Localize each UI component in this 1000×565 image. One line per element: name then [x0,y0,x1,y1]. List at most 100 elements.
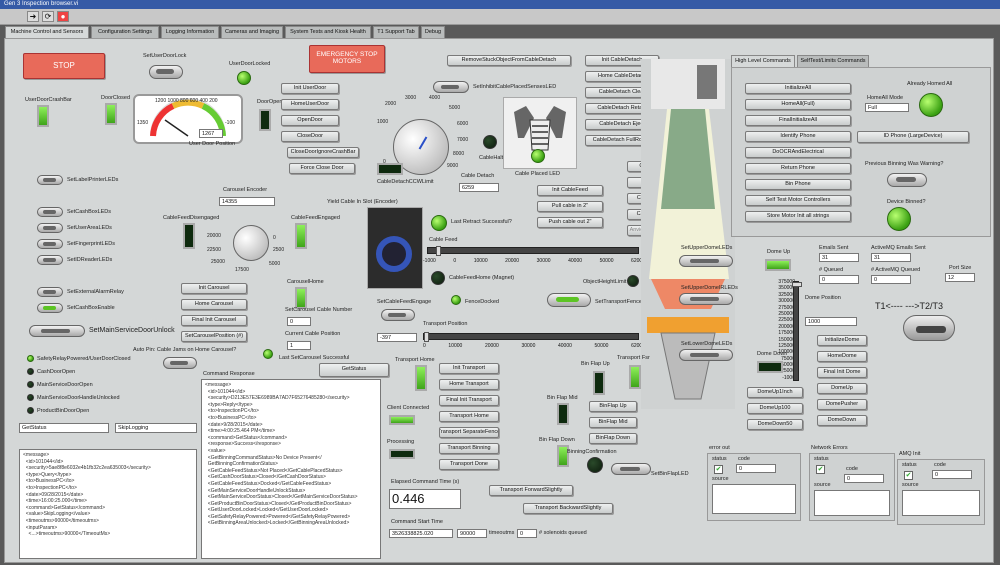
do-ocr-electrical-button[interactable]: DoOCRAndElectrical [745,147,851,158]
home-all-full-button[interactable]: HomeAll(Full) [745,99,851,110]
emergency-stop-button[interactable]: EMERGENCY STOP MOTORS [309,45,385,73]
initialize-all-button[interactable]: InitializeAll [745,83,851,94]
main-service-door-handle-led [27,394,34,401]
home-all-mode-value[interactable]: Full [865,103,909,112]
cable-halted-label: CableHalted [479,155,510,161]
transport-binning-button[interactable]: Transport Binning [439,443,499,454]
dome-up-1-inch-button[interactable]: DomeUp1Inch [747,387,803,398]
dome-up-100-button[interactable]: DomeUp100 [747,403,803,414]
transport-separate-fence-button[interactable]: Transport SeparateFence [439,427,499,438]
tab-system-tests[interactable]: System Tests and Kiosk Health [285,26,371,38]
set-cashbox-leds-toggle[interactable] [37,207,63,217]
cable-number-field[interactable]: 0 [287,317,311,326]
carousel-encoder-value: 14355 [219,197,275,206]
bin-flap-up-button[interactable]: BinFlap Up [589,401,637,412]
init-transport-button[interactable]: Init Transport [439,363,499,374]
final-init-carousel-button[interactable]: Final Init Carousel [181,315,247,326]
force-close-door-button[interactable]: Force Close Door [289,163,355,174]
skip-logging-field[interactable]: SkipLogging [115,423,197,433]
tab-logging[interactable]: Logging Information [161,26,219,38]
transport-done-button[interactable]: Transport Done [439,459,499,470]
tab-debug[interactable]: Debug [421,26,445,38]
dome-pusher-button[interactable]: DomePusher [817,399,867,410]
amq-status-label: status [902,462,917,468]
final-initialize-all-button[interactable]: FinalInitializeAll [745,115,851,126]
set-cashbox-enable-toggle[interactable] [37,303,63,313]
status-message-text[interactable]: <message> <id>101044</id> <security>5ae8… [19,449,197,559]
init-user-door-button[interactable]: Init UserDoor [281,83,339,94]
abort-icon[interactable]: ● [57,11,69,22]
run-continuous-icon[interactable]: ⟳ [42,11,54,22]
init-cable-feed-button[interactable]: Init CableFeed [537,185,603,196]
identify-phone-button[interactable]: Identify Phone [745,131,851,142]
set-main-service-door-unlock-toggle[interactable] [29,325,85,337]
tab-t1-support[interactable]: T1 Support Tab [373,26,419,38]
transport-slider-thumb[interactable] [424,332,429,342]
id-phone-large-device-button[interactable]: ID Phone (LargeDevice) [857,131,969,143]
set-label-printer-leds-toggle[interactable] [37,175,63,185]
pull-cable-in-button[interactable]: Pull cable in 2" [537,201,603,212]
remove-stuck-object-button[interactable]: RemoveStuckObjectFromCableDetach [447,55,571,66]
dome-down-button[interactable]: DomeDown [817,415,867,426]
home-transport-button[interactable]: Home Transport [439,379,499,390]
bin-flap-mid-button[interactable]: BinFlap Mid [589,417,637,428]
set-user-area-leds-toggle[interactable] [37,223,63,233]
auto-pin-toggle[interactable] [163,357,197,369]
set-lower-dome-leds-toggle[interactable] [679,349,733,361]
tab-high-level-commands[interactable]: High Level Commands [731,55,795,67]
transport-position-slider[interactable] [423,332,639,342]
init-carousel-button[interactable]: Init Carousel [181,283,247,294]
stop-button[interactable]: STOP [23,53,105,79]
home-dome-button[interactable]: HomeDome [817,351,867,362]
transport-home-button[interactable]: Transport Home [439,411,499,422]
final-init-dome-button[interactable]: Final Init Dome [817,367,867,378]
get-status-field[interactable]: GetStatus [19,423,109,433]
set-upper-dome-leds-toggle[interactable] [679,255,733,267]
bin-phone-button[interactable]: Bin Phone [745,179,851,190]
tab-configuration[interactable]: Configuration Settings [91,26,159,38]
close-door-ignore-crash-bar-button[interactable]: CloseDoorIgnoreCrashBar [287,147,359,158]
open-door-button[interactable]: OpenDoor [281,115,339,126]
final-init-transport-button[interactable]: Final Init Transport [439,395,499,406]
previous-binning-toggle[interactable] [887,173,927,187]
tab-machine-control[interactable]: Machine Control and Sensors [5,26,89,38]
store-motor-init-button[interactable]: Store Motor Init all strings [745,211,851,222]
set-inhibit-toggle[interactable] [433,81,469,93]
dome-down-50-button[interactable]: DomeDown50 [747,419,803,430]
initialize-dome-button[interactable]: InitializeDome [817,335,867,346]
set-external-alarm-relay-toggle[interactable] [37,287,63,297]
transport-forward-slightly-button[interactable]: Transport ForwardSlightly [489,485,573,496]
set-fingerprint-leds-toggle[interactable] [37,239,63,249]
home-carousel-button[interactable]: Home Carousel [181,299,247,310]
set-id-reader-leds-toggle[interactable] [37,255,63,265]
dome-position-slider[interactable] [792,281,802,381]
cable-feed-slider[interactable] [427,246,639,256]
set-transport-fence-lock-toggle[interactable] [547,293,591,307]
home-user-door-button[interactable]: HomeUserDoor [281,99,339,110]
set-cable-feed-engage-toggle[interactable] [381,309,415,321]
command-response-text[interactable]: <message> <id>101044</id> <security>D213… [201,379,381,559]
set-user-door-lock-toggle[interactable] [149,65,183,79]
bin-flap-down-button[interactable]: BinFlap Down [589,433,637,444]
carousel-knob[interactable] [233,225,269,261]
transport-backward-slightly-button[interactable]: Transport BackwardSlightly [523,503,613,514]
tab-cameras[interactable]: Cameras and Imaging [221,26,283,38]
close-door-button[interactable]: CloseDoor [281,131,339,142]
window-title: Gen 3 Inspection browser.vi [0,0,1000,9]
return-phone-button[interactable]: Return Phone [745,163,851,174]
port-size-value[interactable]: 12 [945,273,975,282]
cable-feed-slider-thumb[interactable] [436,246,441,256]
get-status-button[interactable]: GetStatus [319,363,389,377]
door-open-label: DoorOpen [257,99,283,105]
dome-up-button[interactable]: DomeUp [817,383,867,394]
tab-selftest-limits[interactable]: SelfTest/Limits Commands [797,55,869,67]
set-upper-dome-ir-leds-toggle[interactable] [679,293,733,305]
run-arrow-icon[interactable]: ➜ [27,11,39,22]
push-cable-out-button[interactable]: Push cable out 2" [537,217,603,228]
set-carousel-position-button[interactable]: SetCarouselPosition (#) [181,331,247,342]
set-bin-flap-led-toggle[interactable] [611,463,651,475]
dome-slider-thumb[interactable] [792,282,802,287]
cable-detach-label: Cable Detach [461,173,495,179]
self-test-motor-controllers-button[interactable]: Self Test Motor Controllers [745,195,851,206]
t1-t3-switch[interactable] [903,315,955,341]
